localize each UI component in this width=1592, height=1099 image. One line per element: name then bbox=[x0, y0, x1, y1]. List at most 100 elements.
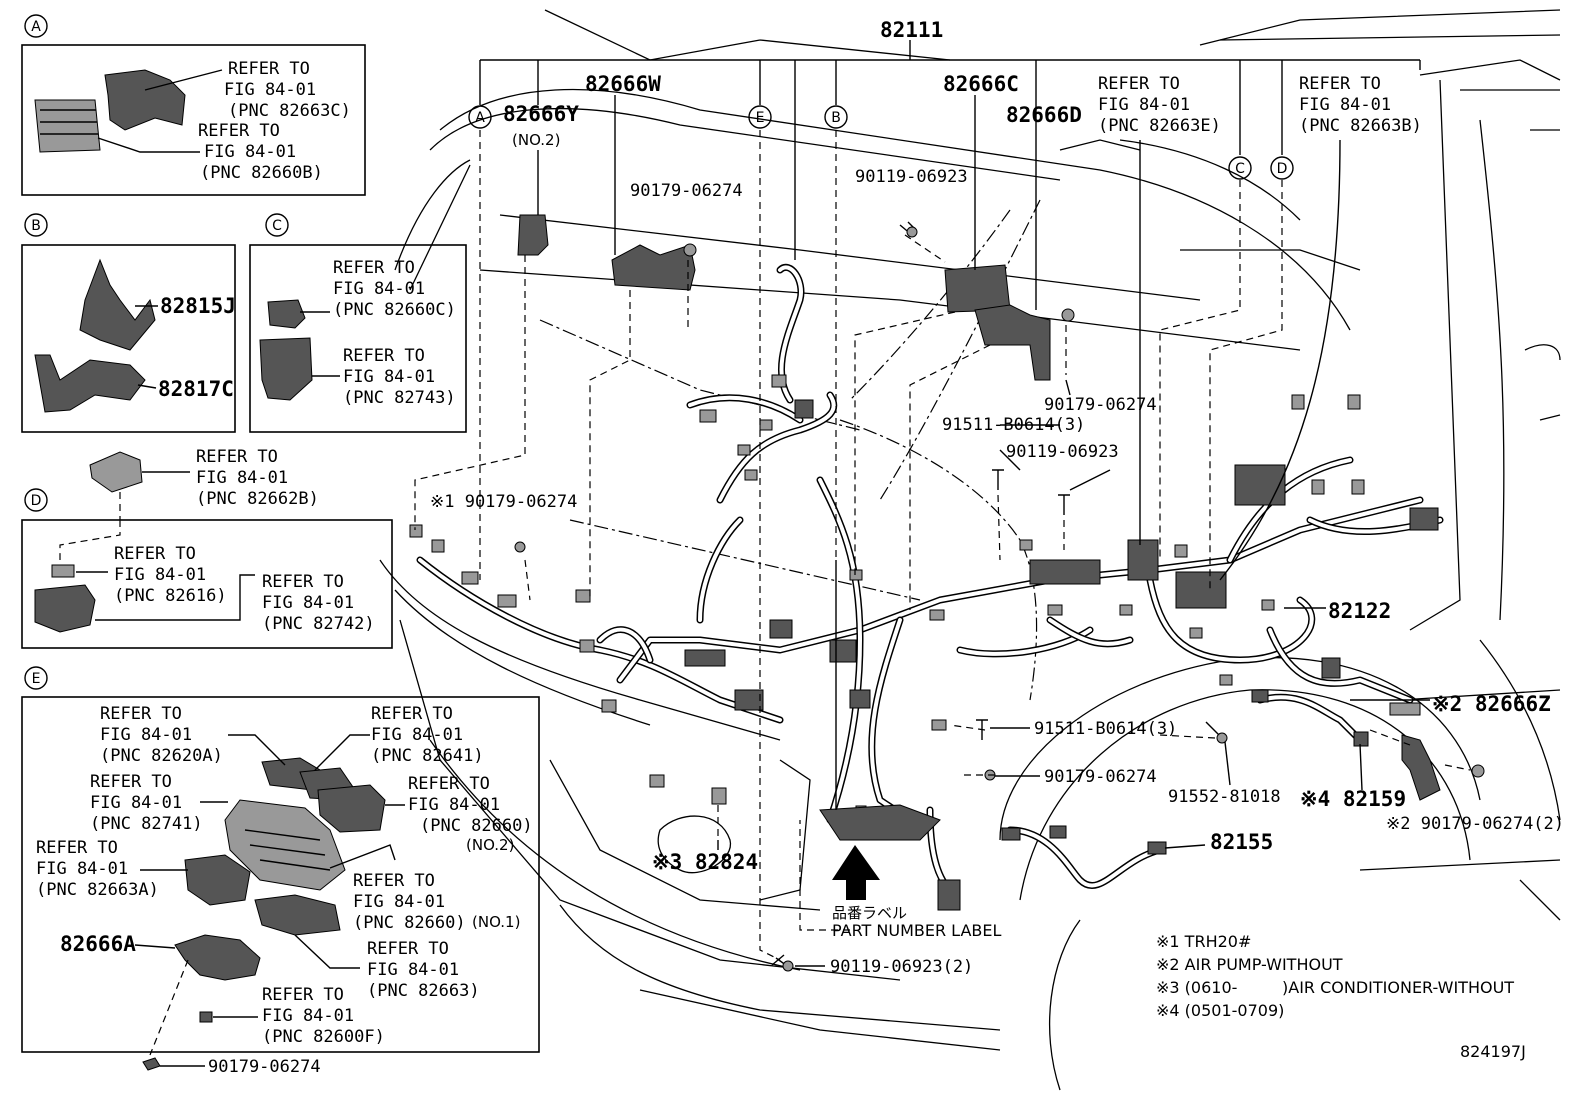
part-82666w-bracket bbox=[611, 244, 696, 291]
callout-d-main: D bbox=[1270, 156, 1294, 180]
inset-d-refer1-line3: (PNC 82616) bbox=[114, 586, 227, 606]
callout-c: C bbox=[265, 213, 289, 237]
svg-text:B: B bbox=[31, 218, 41, 234]
inset-e-bolt: 90179-06274 bbox=[208, 1057, 321, 1077]
callout-d: D bbox=[24, 488, 48, 512]
inset-e-r6-line3: (PNC 82660) bbox=[353, 913, 466, 933]
inset-d-refer1-line2: FIG 84-01 bbox=[114, 565, 206, 585]
refer-82663b-line3: (PNC 82663B) bbox=[1299, 116, 1422, 136]
inset-e-r4-line1: REFER TO bbox=[408, 774, 490, 794]
inset-e-r2-line3: (PNC 82641) bbox=[371, 746, 484, 766]
inset-b bbox=[21, 244, 236, 433]
inset-e-r5-line3: (PNC 82663A) bbox=[36, 880, 159, 900]
bolt-label-91511-b: 91511-B0614(3) bbox=[1034, 719, 1177, 739]
callout-e: E bbox=[24, 666, 48, 690]
harness-connectors bbox=[409, 374, 1439, 911]
note4-part-82159: ※4 82159 bbox=[1300, 787, 1406, 811]
inset-a-refer2-line3: (PNC 82660B) bbox=[200, 163, 323, 183]
inset-d-refer1-line1: REFER TO bbox=[114, 544, 196, 564]
inset-d-refer2-line2: FIG 84-01 bbox=[262, 593, 354, 613]
inset-e-r1-line3: (PNC 82620A) bbox=[100, 746, 223, 766]
note1-part-label: ※1 90179-06274 bbox=[430, 492, 577, 512]
bolt-90179-mid bbox=[1061, 308, 1075, 322]
inset-a bbox=[21, 44, 366, 196]
bolt-90179-top bbox=[683, 243, 697, 257]
inset-d-refer2-line3: (PNC 82742) bbox=[262, 614, 375, 634]
part-82666z bbox=[1401, 734, 1441, 801]
engine-room-wire-harness bbox=[416, 264, 1444, 894]
svg-text:A: A bbox=[475, 110, 485, 126]
inset-e-r7-line1: REFER TO bbox=[367, 939, 449, 959]
bolt-90179-note2 bbox=[1471, 764, 1485, 778]
bolt-note1 bbox=[514, 541, 526, 553]
callout-c-main: C bbox=[1228, 156, 1252, 180]
note3-part-82824: ※3 82824 bbox=[652, 850, 758, 874]
inset-c-refer1-line1: REFER TO bbox=[333, 258, 415, 278]
footnote-2: ※2 AIR PUMP-WITHOUT bbox=[1156, 955, 1343, 974]
inset-a-refer2-line1: REFER TO bbox=[198, 121, 280, 141]
svg-text:C: C bbox=[272, 218, 282, 234]
inset-d-top-line1: REFER TO bbox=[196, 447, 278, 467]
part-number-82666c: 82666C bbox=[943, 72, 1019, 96]
label-arrow-icon bbox=[832, 845, 880, 900]
part-number-82666a: 82666A bbox=[60, 932, 136, 956]
part-82666y-note: (NO.2) bbox=[512, 131, 560, 149]
inset-a-refer1-line2: FIG 84-01 bbox=[224, 80, 316, 100]
bolt-label-90119-mid: 90119-06923 bbox=[1006, 442, 1119, 462]
footnote-4: ※4 (0501-0709) bbox=[1156, 1001, 1284, 1020]
inset-a-refer1-line3: (PNC 82663C) bbox=[228, 101, 351, 121]
svg-text:E: E bbox=[756, 110, 765, 126]
note2-part-82666z: ※2 82666Z bbox=[1432, 692, 1551, 716]
refer-82663b-line1: REFER TO bbox=[1299, 74, 1381, 94]
inset-e-r5-line2: FIG 84-01 bbox=[36, 859, 128, 879]
vehicle-body-outline bbox=[379, 9, 1561, 1091]
bolt-label-90119-bottom: 90119-06923(2) bbox=[830, 957, 973, 977]
inset-e-r7-line3: (PNC 82663) bbox=[367, 981, 480, 1001]
inset-c bbox=[249, 244, 467, 433]
inset-d-top-line3: (PNC 82662B) bbox=[196, 489, 319, 509]
svg-text:D: D bbox=[1277, 161, 1288, 177]
svg-text:E: E bbox=[32, 671, 41, 687]
part-82666c-block bbox=[944, 264, 1011, 313]
diagram-code: 824197J bbox=[1460, 1042, 1526, 1061]
inset-c-refer2-line2: FIG 84-01 bbox=[343, 367, 435, 387]
refer-82663e-line2: FIG 84-01 bbox=[1098, 95, 1190, 115]
inset-e-r4-note: (NO.2) bbox=[466, 836, 514, 854]
inset-c-refer1-line3: (PNC 82660C) bbox=[333, 300, 456, 320]
bolt-90119-top bbox=[906, 226, 918, 238]
bolt-label-90179-low: 90179-06274 bbox=[1044, 767, 1157, 787]
inset-e-r3-line1: REFER TO bbox=[90, 772, 172, 792]
part-number-82666d: 82666D bbox=[1006, 103, 1082, 127]
inset-d-top-line2: FIG 84-01 bbox=[196, 468, 288, 488]
svg-text:C: C bbox=[1235, 161, 1245, 177]
inset-e-r1-line1: REFER TO bbox=[100, 704, 182, 724]
inset-a-refer2-line2: FIG 84-01 bbox=[204, 142, 296, 162]
bolt-label-91511-a: 91511-B0614(3) bbox=[942, 415, 1085, 435]
inset-a-refer1-line1: REFER TO bbox=[228, 59, 310, 79]
callout-a: A bbox=[24, 14, 48, 38]
bolt-label-90119-top: 90119-06923 bbox=[855, 167, 968, 187]
part-number-82815j: 82815J bbox=[160, 294, 236, 318]
inset-e-r3-line3: (PNC 82741) bbox=[90, 814, 203, 834]
part-number-82155: 82155 bbox=[1210, 830, 1273, 854]
inset-e-r5-line1: REFER TO bbox=[36, 838, 118, 858]
part-82666y-relay bbox=[517, 214, 549, 256]
part-number-label-en: PART NUMBER LABEL bbox=[832, 921, 1001, 940]
callout-b: B bbox=[24, 213, 48, 237]
inset-e-r4-line2: FIG 84-01 bbox=[408, 795, 500, 815]
inset-e bbox=[21, 696, 540, 1071]
svg-text:D: D bbox=[31, 493, 42, 509]
inset-c-refer1-line2: FIG 84-01 bbox=[333, 279, 425, 299]
footnote-3a: ※3 (0610- bbox=[1156, 978, 1237, 997]
svg-text:B: B bbox=[831, 110, 841, 126]
bolt-label-90179-mid: 90179-06274 bbox=[1044, 395, 1157, 415]
inset-e-r2-line1: REFER TO bbox=[371, 704, 453, 724]
inset-e-r6-note: (NO.1) bbox=[472, 913, 520, 931]
inset-e-r4-line3: (PNC 82660) bbox=[420, 816, 533, 836]
footnote-3b: )AIR CONDITIONER-WITHOUT bbox=[1282, 978, 1514, 997]
inset-e-r3-line2: FIG 84-01 bbox=[90, 793, 182, 813]
bolt-label-91552: 91552-81018 bbox=[1168, 787, 1281, 807]
leader-lines bbox=[414, 40, 1471, 967]
inset-e-r8-line3: (PNC 82600F) bbox=[262, 1027, 385, 1047]
note2-bolt-label: ※2 90179-06274(2) bbox=[1386, 814, 1564, 834]
